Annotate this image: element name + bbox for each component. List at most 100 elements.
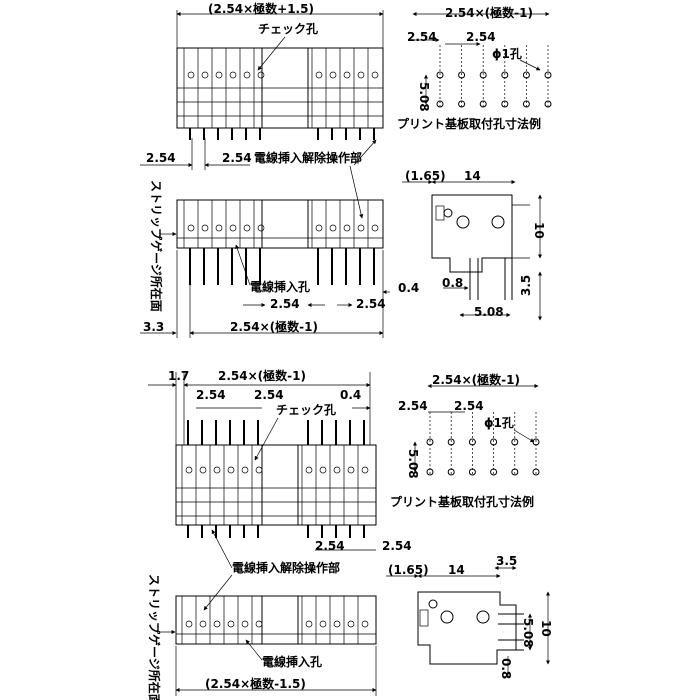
top-pitch-bottom2: 2.54 (356, 297, 386, 311)
check-hole-mark (255, 620, 263, 628)
bottom-side-view: (1.65) 14 3.5 5.08 10 0.8 (386, 554, 553, 679)
top-offset-33: 3.3 (143, 320, 164, 334)
check-hole-mark (257, 224, 265, 232)
pin (203, 248, 205, 285)
lower-terminal-cells (183, 200, 379, 248)
pin (243, 420, 245, 445)
check-hole-mark (199, 620, 207, 628)
top-pitch-right: 2.54 (222, 151, 252, 165)
check-hole-mark (333, 620, 341, 628)
pin (231, 128, 233, 140)
top-side-pin-offset: 0.8 (442, 276, 463, 290)
bottom-lower-cells (181, 596, 369, 644)
bottom-pcb-row-gap: 5.08 (406, 449, 420, 479)
bottom-upper-pins (187, 420, 365, 538)
bottom-side-height: 10 (539, 620, 553, 637)
pin (307, 420, 309, 445)
check-hole-mark (257, 71, 265, 79)
bottom-pcb-pattern: 2.54×(極数-1) 2.54 2.54 ϕ1孔 5.08 プリント基板取付孔… (390, 372, 540, 509)
bottom-pcb-width: 2.54×(極数-1) (432, 372, 520, 387)
bottom-front-view-lower: ストリップゲージ所在面 電線挿入孔 (2.54×極数-1.5) (147, 574, 377, 700)
bottom-side-pin-gap: 5.08 (521, 618, 535, 648)
bottom-pitch-b: 2.54 (254, 388, 284, 402)
pin (189, 128, 191, 140)
pin (321, 525, 323, 538)
bottom-pitch-a: 2.54 (196, 388, 226, 402)
top-pcb-pitch-a: 2.54 (407, 30, 437, 44)
top-side-length: 14 (464, 169, 481, 183)
check-hole-mark (371, 224, 379, 232)
bottom-pcb-hole: ϕ1孔 (484, 416, 514, 430)
pin (359, 248, 361, 285)
check-hole-mark (215, 71, 223, 79)
pin (229, 525, 231, 538)
top-release-label: 電線挿入解除操作部 (254, 150, 362, 165)
pin (215, 420, 217, 445)
top-side-pin-gap: 5.08 (474, 305, 504, 319)
check-hole-mark (305, 620, 313, 628)
check-hole-mark (185, 466, 193, 474)
pin (307, 525, 309, 538)
pin (331, 248, 333, 285)
pin (259, 128, 261, 140)
pin (187, 525, 189, 538)
bottom-release-label: 電線挿入解除操作部 (232, 560, 340, 575)
pin (229, 420, 231, 445)
check-hole-mark (243, 224, 251, 232)
bottom-strip-gauge-label: ストリップゲージ所在面 (147, 574, 162, 700)
pin (331, 128, 333, 140)
check-hole-mark (213, 466, 221, 474)
pin (373, 248, 375, 285)
pin (201, 420, 203, 445)
pin (335, 525, 337, 538)
bottom-pcb-caption: プリント基板取付孔寸法例 (390, 494, 534, 509)
bottom-pitch-c: 2.54 (315, 539, 345, 553)
check-hole-mark (357, 224, 365, 232)
bottom-pcb-pitch-b: 2.54 (454, 399, 484, 413)
check-hole-mark (361, 466, 369, 474)
pin (203, 128, 205, 140)
pin (349, 420, 351, 445)
check-hole-mark (185, 620, 193, 628)
top-pcb-row-gap: 5.08 (417, 82, 431, 112)
top-pcb-pitch-b: 2.54 (466, 30, 496, 44)
pin (345, 248, 347, 285)
pin (317, 128, 319, 140)
bottom-wire-hole-label: 電線挿入孔 (262, 654, 322, 669)
bottom-offset-04: 0.4 (340, 388, 361, 402)
top-front-view-upper: (2.54×極数+1.5) チェック孔 2.54 2.54 電線挿入解除操作部 (140, 1, 384, 219)
check-hole-mark (243, 71, 251, 79)
check-hole-mark (329, 224, 337, 232)
pin (321, 420, 323, 445)
top-pitch-left: 2.54 (146, 151, 176, 165)
pin (359, 128, 361, 140)
check-hole-mark (357, 71, 365, 79)
check-hole-mark (333, 466, 341, 474)
pin (345, 128, 347, 140)
top-pcb-holes (436, 45, 552, 108)
check-hole-mark (229, 224, 237, 232)
pin (257, 420, 259, 445)
check-hole-mark (201, 224, 209, 232)
check-hole-mark (241, 466, 249, 474)
bottom-offset-17: 1.7 (168, 369, 189, 383)
pin (231, 248, 233, 285)
check-hole-mark (371, 71, 379, 79)
pin (215, 525, 217, 538)
top-pcb-caption: プリント基板取付孔寸法例 (397, 116, 541, 131)
pin (373, 128, 375, 140)
check-hole-mark (201, 71, 209, 79)
top-pcb-width: 2.54×(極数-1) (445, 5, 533, 20)
check-hole-mark (227, 466, 235, 474)
pin (257, 525, 259, 538)
bottom-check-hole: チェック孔 (276, 403, 336, 417)
check-hole-mark (343, 71, 351, 79)
check-hole-mark (319, 620, 327, 628)
pin (363, 525, 365, 538)
pin (349, 525, 351, 538)
check-hole-mark (199, 466, 207, 474)
top-side-view: (1.65) 14 10 0.8 5.08 3.5 (402, 169, 546, 321)
top-pitch-bottom1: 2.54 (270, 297, 300, 311)
check-hole-mark (213, 620, 221, 628)
bottom-overall-width: (2.54×極数-1.5) (205, 676, 306, 691)
